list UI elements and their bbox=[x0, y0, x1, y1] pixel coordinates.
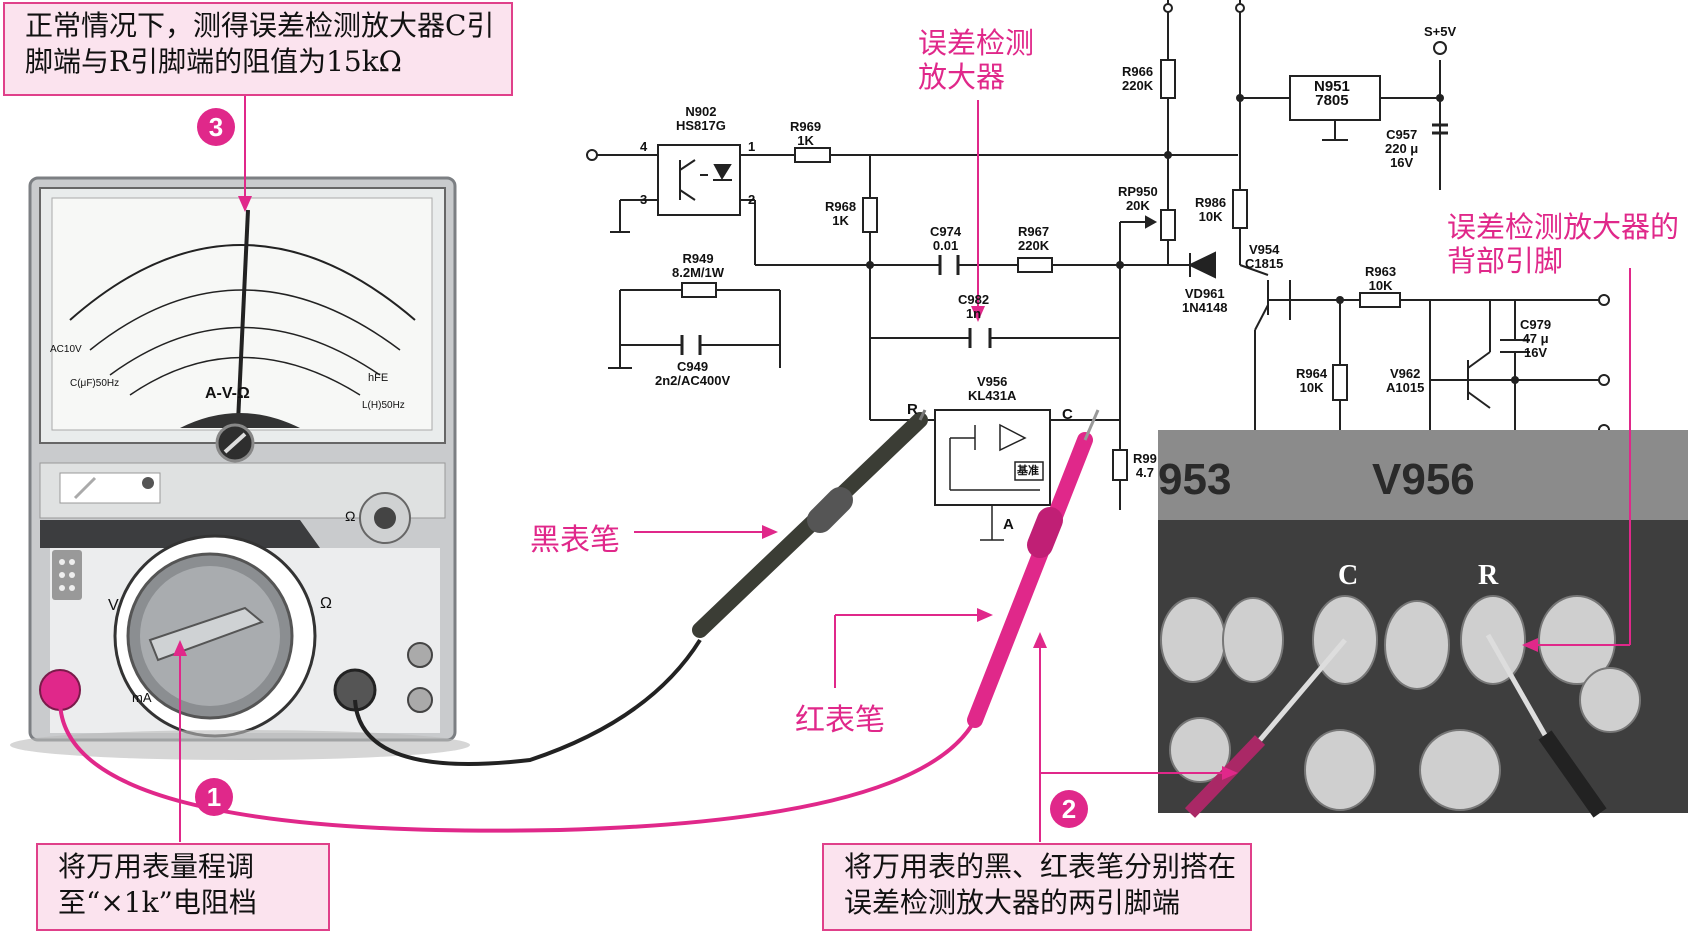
step-badge-1: 1 bbox=[195, 778, 233, 816]
label-pin-2: 2 bbox=[748, 192, 756, 207]
probe-leads bbox=[58, 638, 977, 833]
red-probe-label: 红表笔 bbox=[795, 703, 885, 738]
pcb-photo bbox=[1158, 430, 1688, 818]
step-badge-3: 3 bbox=[197, 108, 235, 146]
transistor-v962 bbox=[1467, 300, 1491, 409]
kl431a-inner bbox=[949, 423, 1044, 541]
photo-chip-label: V956 bbox=[1372, 455, 1475, 504]
label-ref: 基准 bbox=[1017, 465, 1039, 477]
callout-top: 正常情况下，测得误差检测放大器C引脚端与R引脚端的阻值为15kΩ bbox=[3, 2, 513, 96]
diode-vd961 bbox=[1187, 251, 1216, 279]
callout-top-text: 正常情况下，测得误差检测放大器C引脚端与R引脚端的阻值为15kΩ bbox=[25, 9, 495, 78]
meter-ohm-label: Ω bbox=[320, 595, 332, 612]
black-probe-label: 黑表笔 bbox=[530, 523, 620, 558]
red-probe bbox=[967, 409, 1100, 728]
label-pin-3: 3 bbox=[640, 192, 648, 207]
meter-ma-label: mA bbox=[132, 690, 152, 705]
step-badge-2: 2 bbox=[1050, 790, 1088, 828]
callout-arrowheads bbox=[173, 196, 1538, 780]
meter-knob-ohm: Ω bbox=[345, 508, 356, 524]
label-pin-c: C bbox=[1062, 406, 1073, 423]
optocoupler-inner bbox=[679, 159, 732, 201]
callout-bottom-left-text: 将万用表量程调至“×1k”电阻档 bbox=[58, 850, 257, 919]
photo-pin-c: C bbox=[1338, 560, 1359, 591]
meter-cap-label: C(μF)50Hz bbox=[70, 378, 120, 389]
schematic-junctions bbox=[866, 94, 1519, 384]
photo-chip-label-2: 953 bbox=[1158, 455, 1232, 504]
meter-hfe-label: hFE bbox=[368, 372, 389, 384]
callout-arrows bbox=[179, 96, 1631, 842]
meter-ac-label: AC10V bbox=[50, 344, 82, 355]
error-amp-title: 误差检测放大器 bbox=[918, 26, 1035, 94]
back-pins-label: 误差检测放大器的背部引脚 bbox=[1447, 210, 1680, 278]
label-pin-r: R bbox=[907, 401, 918, 418]
meter-mode-label: A-V-Ω bbox=[205, 385, 250, 402]
label-pin-1: 1 bbox=[748, 139, 756, 154]
photo-pin-r: R bbox=[1478, 560, 1499, 591]
multimeter bbox=[10, 176, 470, 760]
label-s5v: S+5V bbox=[1424, 24, 1457, 39]
schematic-caps bbox=[680, 123, 1448, 355]
callout-bottom-left: 将万用表量程调至“×1k”电阻档 bbox=[36, 843, 330, 931]
black-probe bbox=[692, 409, 928, 638]
meter-v-label: V bbox=[108, 597, 119, 614]
meter-ind-label: L(H)50Hz bbox=[362, 400, 405, 411]
rp950-wiper bbox=[1119, 215, 1158, 265]
callout-bottom-right: 将万用表的黑、红表笔分别搭在误差检测放大器的两引脚端 bbox=[822, 843, 1252, 931]
label-pin-4: 4 bbox=[640, 139, 648, 154]
label-pin-a: A bbox=[1003, 516, 1014, 533]
callout-bottom-right-text: 将万用表的黑、红表笔分别搭在误差检测放大器的两引脚端 bbox=[844, 850, 1237, 919]
